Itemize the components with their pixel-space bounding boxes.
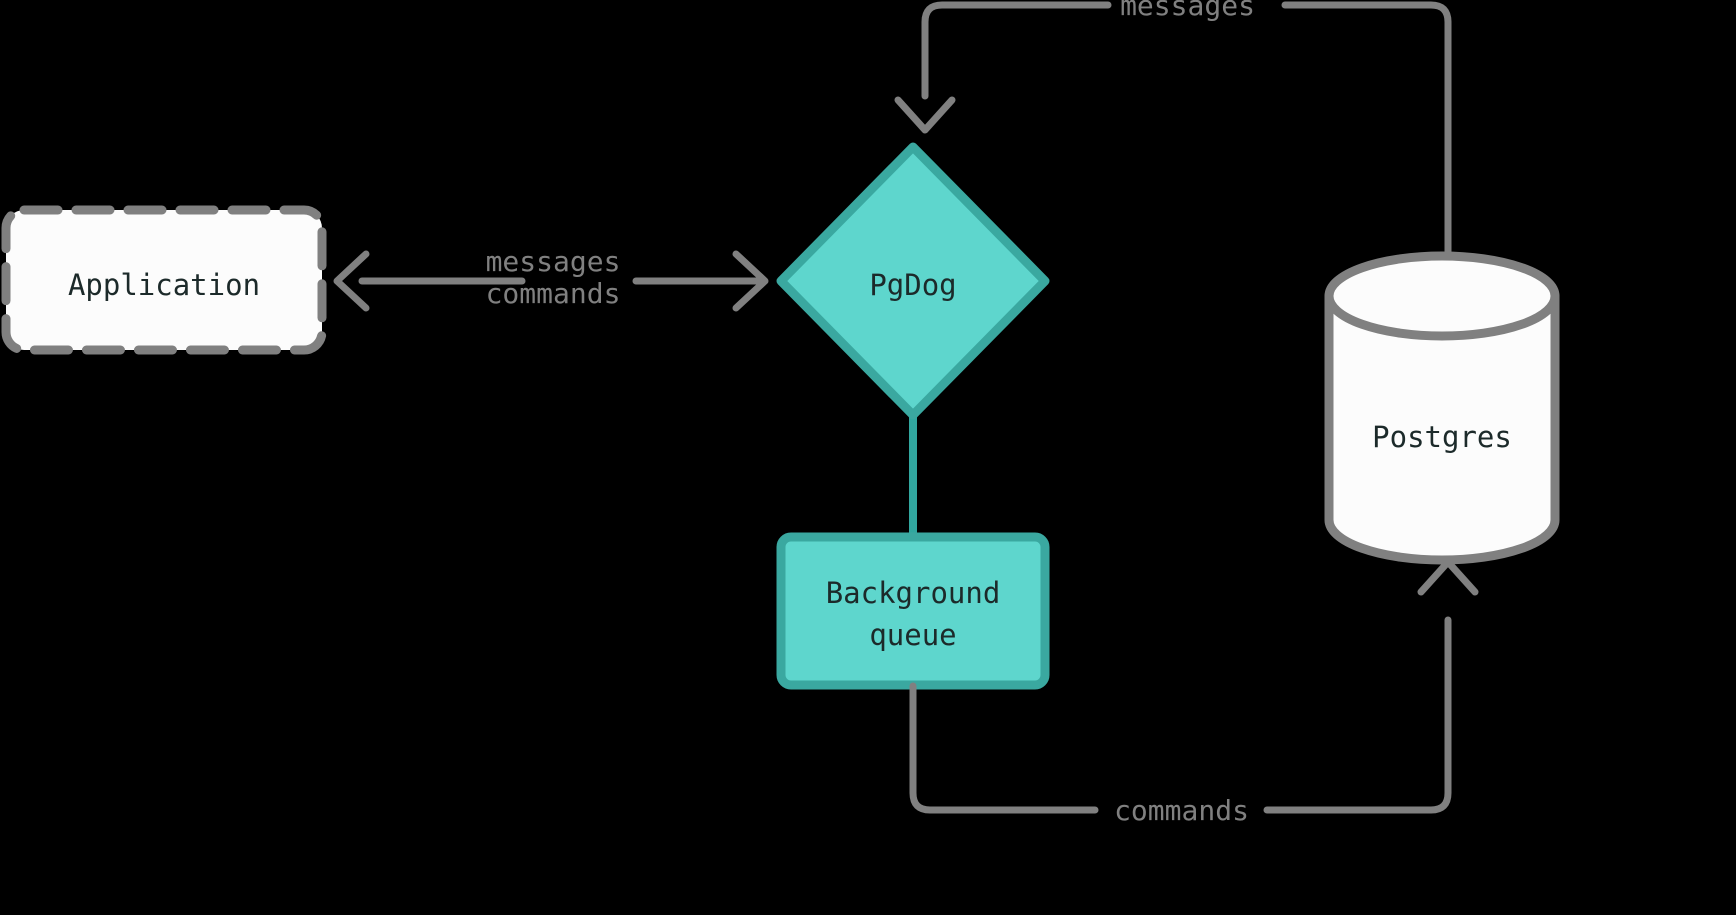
edge-queue-to-postgres-left (909, 682, 1099, 814)
edge-postgres-to-pgdog-corner-left (921, 1, 1112, 100)
node-postgres-body[interactable] (1324, 291, 1560, 565)
edge-app-to-pgdog-arrowhead-right (732, 250, 769, 312)
edge-app-to-pgdog (333, 250, 769, 312)
node-background-queue-label: Background queue (781, 572, 1045, 656)
edge-postgres-to-pgdog-label: messages (1120, 0, 1255, 22)
node-background-queue-label-line1: Background (825, 576, 1001, 610)
node-pgdog-label: PgDog (869, 268, 957, 302)
edge-queue-to-postgres-label: commands (1114, 794, 1249, 827)
node-postgres[interactable] (1324, 251, 1560, 565)
edge-postgres-to-pgdog (894, 1, 1452, 266)
edge-app-to-pgdog-label-line1: messages (485, 245, 621, 278)
node-postgres-top-ellipse[interactable] (1324, 251, 1560, 341)
node-application-shape[interactable] (1, 205, 327, 355)
node-application-label: Application (67, 268, 261, 302)
edge-app-to-pgdog-label-line2: commands (485, 277, 621, 311)
node-application[interactable] (1, 205, 327, 355)
edge-queue-to-postgres-arrowhead (1417, 558, 1479, 596)
edge-postgres-to-pgdog-corner-right (1281, 1, 1452, 26)
node-pgdog[interactable] (776, 142, 1050, 420)
edge-app-to-pgdog-label: messages commands (453, 245, 653, 311)
edge-app-to-pgdog-arrowhead-left (333, 250, 370, 312)
node-postgres-label: Postgres (1372, 420, 1512, 454)
node-background-queue-label-line2: queue (869, 618, 957, 653)
edge-postgres-to-pgdog-arrowhead (894, 96, 956, 134)
node-pgdog-shape[interactable] (776, 142, 1050, 420)
edge-queue-to-postgres-right (1263, 616, 1452, 814)
